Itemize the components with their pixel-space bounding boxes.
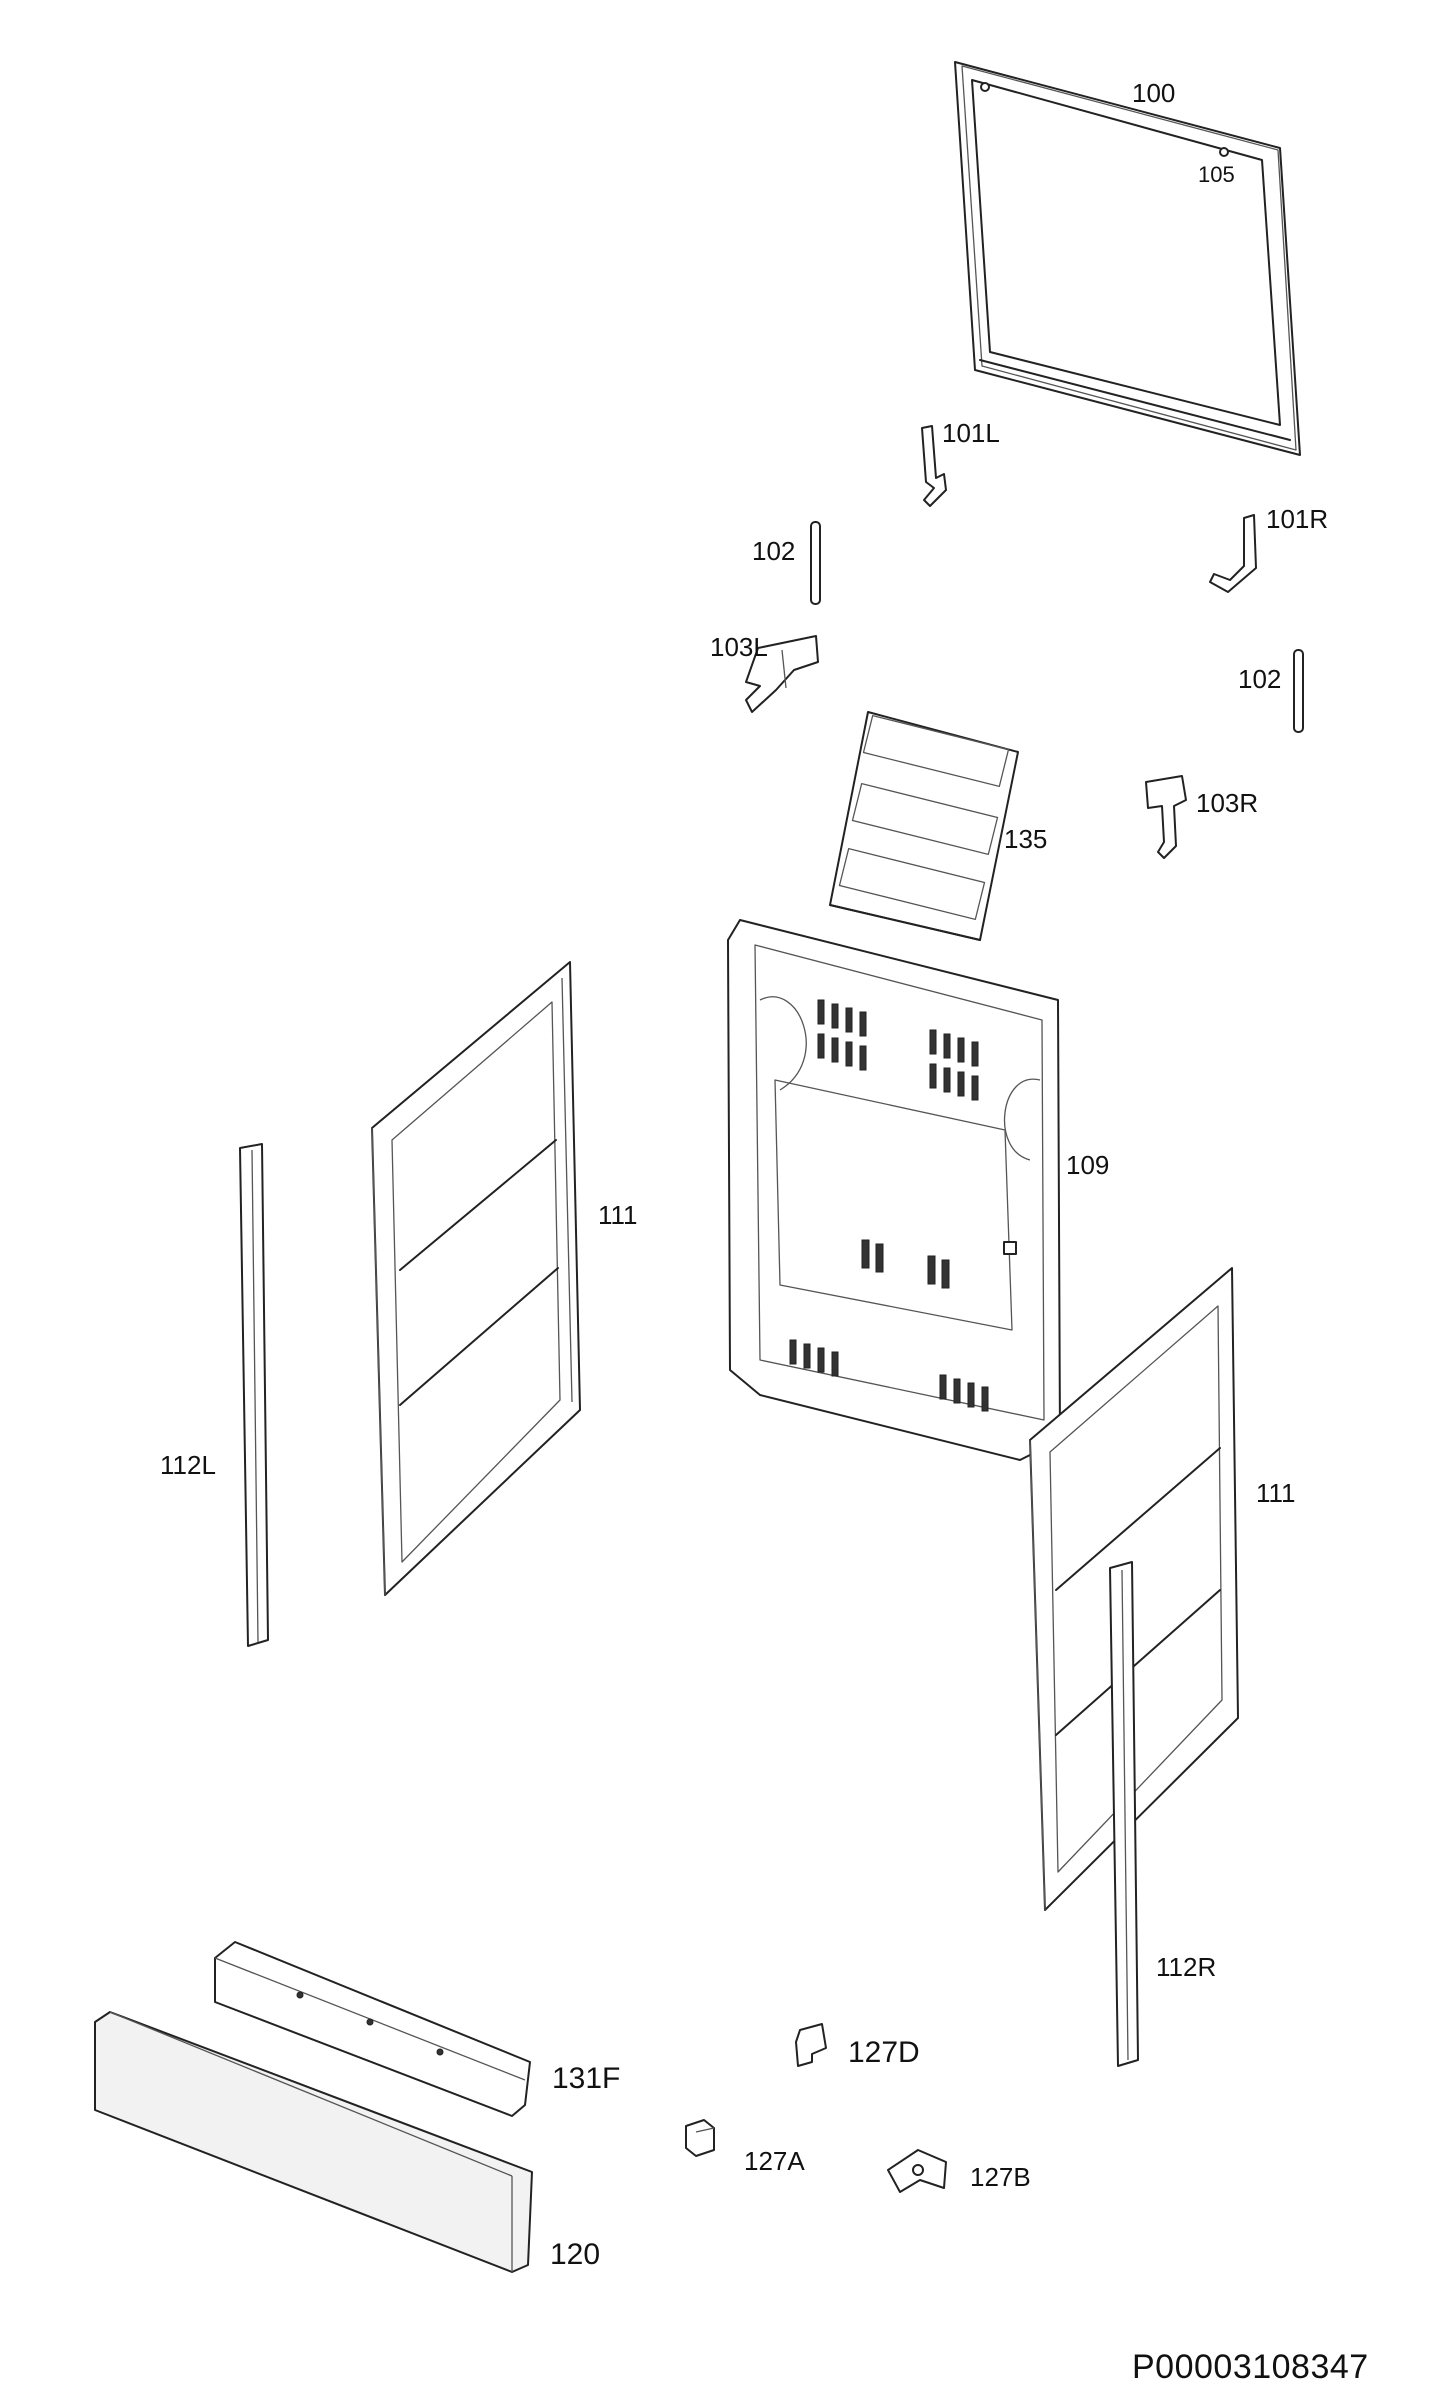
part-100-top-frame [954,61,1301,456]
label-part-103L: 103L [710,632,768,662]
label-part-103R: 103R [1196,788,1259,818]
part-111-right-side-panel [1029,1267,1239,1911]
label-part-135: 135 [1004,824,1048,854]
label-part-112R: 112R [1156,1952,1217,1982]
part-112L-strip [239,1143,269,1647]
label-part-120: 120 [550,2238,601,2271]
label-part-127D: 127D [848,2036,920,2069]
part-120-plinth [94,2011,533,2273]
part-131F-front-rail [214,1941,531,2117]
label-part-111-left: 111 [598,1200,638,1230]
label-part-100: 100 [1132,78,1176,108]
label-part-101R: 101R [1266,504,1329,534]
part-101R-bracket [1209,514,1257,593]
part-112R-strip [1109,1561,1139,2067]
part-103R-bracket [1145,775,1187,859]
label-part-102-right: 102 [1238,664,1282,694]
part-127D-clip [795,2023,827,2067]
label-part-112L: 112L [160,1450,216,1480]
part-102-rod-left [810,521,821,605]
label-part-127B: 127B [970,2162,1031,2192]
part-127A-block [685,2119,715,2157]
part-102-rod-right [1293,649,1304,733]
label-part-102-left: 102 [752,536,796,566]
label-part-131F: 131F [552,2062,621,2095]
label-part-127A: 127A [744,2146,805,2176]
label-part-101L: 101L [942,418,1000,448]
part-109-back-panel [727,919,1061,1461]
part-103L-bracket [745,635,819,713]
label-part-111-right: 111 [1256,1478,1296,1508]
drawing-number: P00003108347 [1132,2348,1369,2386]
part-101L-bracket [921,425,947,507]
part-111-left-side-panel [371,961,581,1596]
part-135-baffle [829,711,1019,941]
part-127B-bracket [887,2149,947,2193]
label-part-105: 105 [1198,162,1235,187]
label-part-109: 109 [1066,1150,1110,1180]
